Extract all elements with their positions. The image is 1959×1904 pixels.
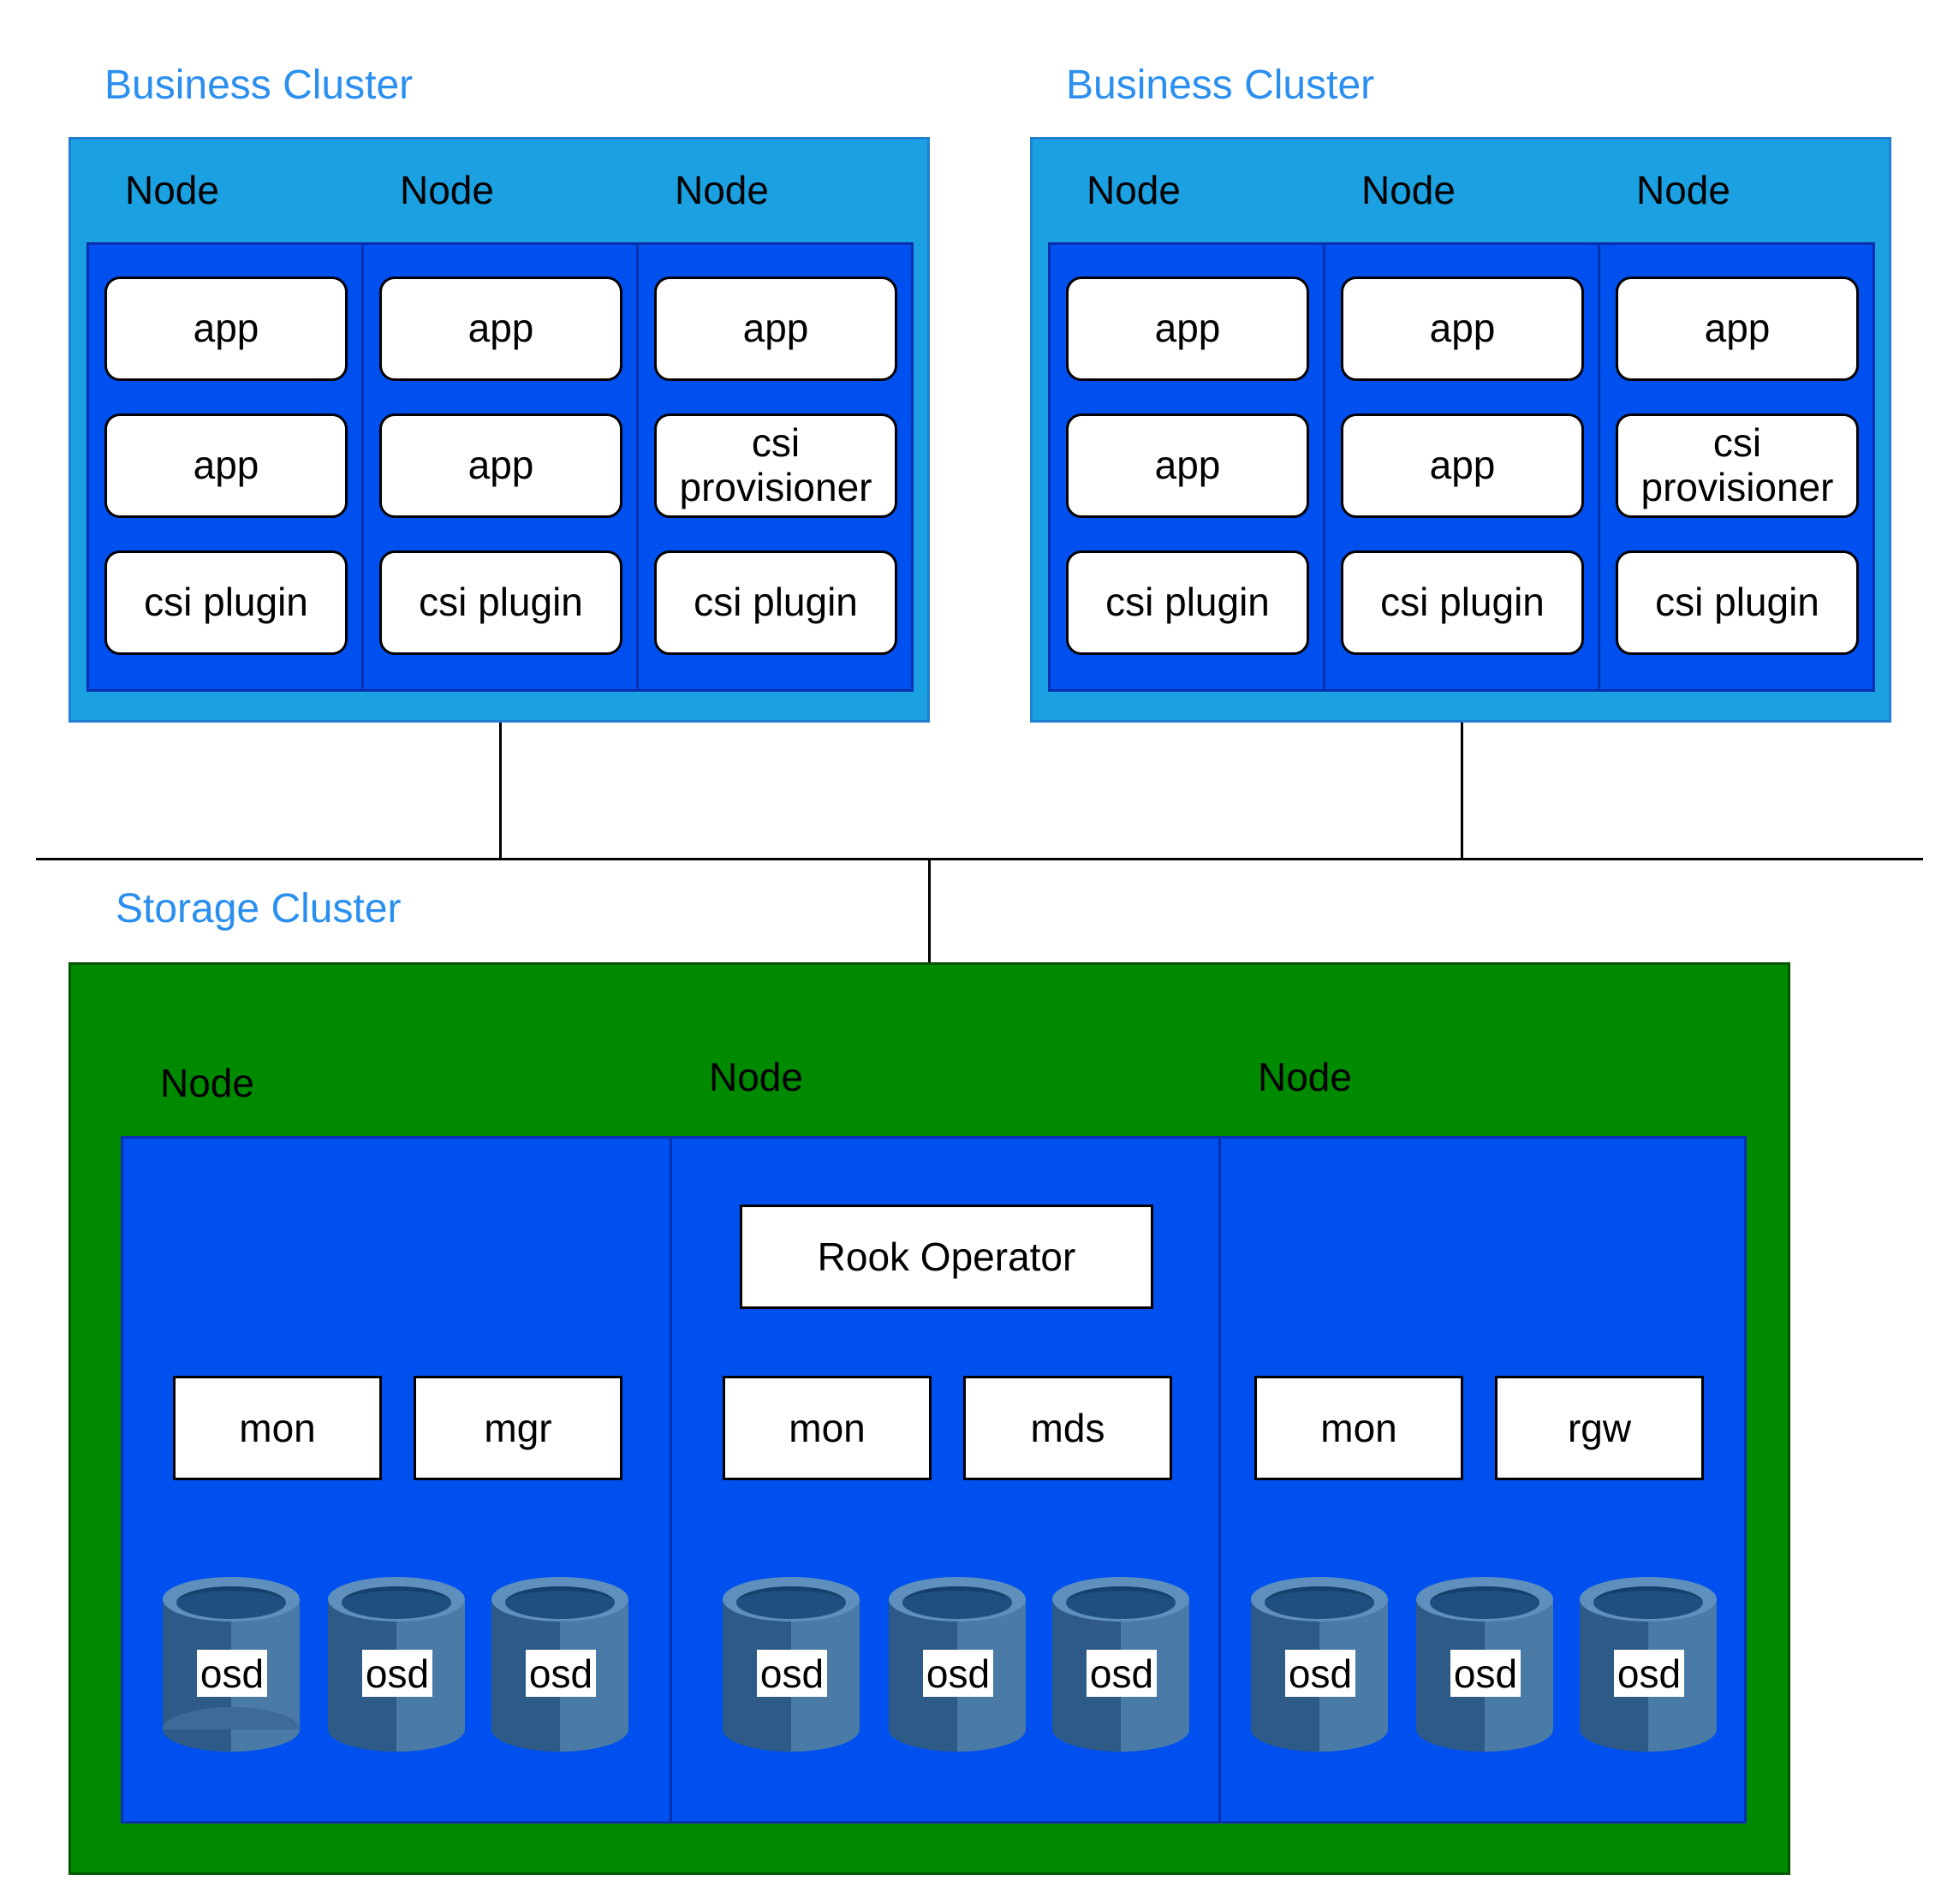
- csi-plugin-box: csi plugin: [379, 550, 622, 655]
- mds-box: mds: [963, 1376, 1172, 1480]
- rook-operator-box: Rook Operator: [740, 1205, 1153, 1309]
- storage-cluster-title: Storage Cluster: [116, 886, 402, 931]
- node-label: Node: [400, 168, 494, 212]
- connector-line: [499, 723, 502, 860]
- node-label: Node: [160, 1061, 254, 1105]
- mgr-box: mgr: [414, 1376, 622, 1480]
- osd-disk-icon: osd: [1251, 1577, 1388, 1752]
- csi-plugin-box: csi plugin: [104, 550, 348, 655]
- mon-box: mon: [723, 1376, 932, 1480]
- node-label: Node: [1258, 1055, 1352, 1099]
- osd-label: osd: [1087, 1650, 1157, 1697]
- node-label: Node: [709, 1055, 803, 1099]
- osd-disk-icon: osd: [889, 1577, 1026, 1752]
- node-label: Node: [675, 168, 769, 212]
- osd-disk-icon: osd: [1580, 1577, 1717, 1752]
- osd-disk-icon: osd: [723, 1577, 860, 1752]
- mon-box: mon: [1254, 1376, 1463, 1480]
- osd-label: osd: [197, 1650, 267, 1697]
- app-box: app: [654, 277, 897, 381]
- osd-label: osd: [1614, 1650, 1684, 1697]
- osd-disk-icon: osd: [491, 1577, 628, 1752]
- node-label: Node: [125, 168, 219, 212]
- app-box: app: [1066, 414, 1309, 518]
- business-cluster-2-title: Business Cluster: [1066, 62, 1375, 108]
- node-label: Node: [1087, 168, 1181, 212]
- osd-label: osd: [526, 1650, 596, 1697]
- csi-plugin-box: csi plugin: [1066, 550, 1309, 655]
- osd-label: osd: [1285, 1650, 1355, 1697]
- rgw-box: rgw: [1495, 1376, 1704, 1480]
- business-cluster-2: Node Node Node app app csi plugin app ap…: [1030, 137, 1891, 723]
- osd-disk-icon: osd: [328, 1577, 465, 1752]
- app-box: app: [104, 277, 348, 381]
- osd-disk-icon: osd: [1416, 1577, 1553, 1752]
- osd-label: osd: [757, 1650, 827, 1697]
- app-box: app: [379, 414, 622, 518]
- csi-plugin-box: csi plugin: [1341, 550, 1584, 655]
- osd-label: osd: [923, 1650, 993, 1697]
- network-bus-line: [36, 858, 1923, 860]
- connector-line: [1461, 723, 1463, 860]
- csi-provisioner-box: csi provisioner: [654, 414, 897, 518]
- app-box: app: [1616, 277, 1859, 381]
- app-box: app: [104, 414, 348, 518]
- connector-line: [928, 860, 931, 964]
- app-box: app: [1341, 414, 1584, 518]
- storage-cluster: Node Node Node Rook Operator mon mgr mon…: [68, 962, 1790, 1875]
- app-box: app: [379, 277, 622, 381]
- business-cluster-1-title: Business Cluster: [104, 62, 414, 108]
- csi-plugin-box: csi plugin: [654, 550, 897, 655]
- csi-provisioner-box: csi provisioner: [1616, 414, 1859, 518]
- osd-label: osd: [362, 1650, 432, 1697]
- csi-plugin-box: csi plugin: [1616, 550, 1859, 655]
- app-box: app: [1066, 277, 1309, 381]
- osd-label: osd: [1450, 1650, 1521, 1697]
- mon-box: mon: [173, 1376, 382, 1480]
- app-box: app: [1341, 277, 1584, 381]
- node-label: Node: [1636, 168, 1730, 212]
- osd-disk-icon: osd: [163, 1577, 300, 1752]
- node-label: Node: [1361, 168, 1456, 212]
- osd-disk-icon: osd: [1052, 1577, 1189, 1752]
- business-cluster-1: Node Node Node app app csi plugin app ap…: [68, 137, 930, 723]
